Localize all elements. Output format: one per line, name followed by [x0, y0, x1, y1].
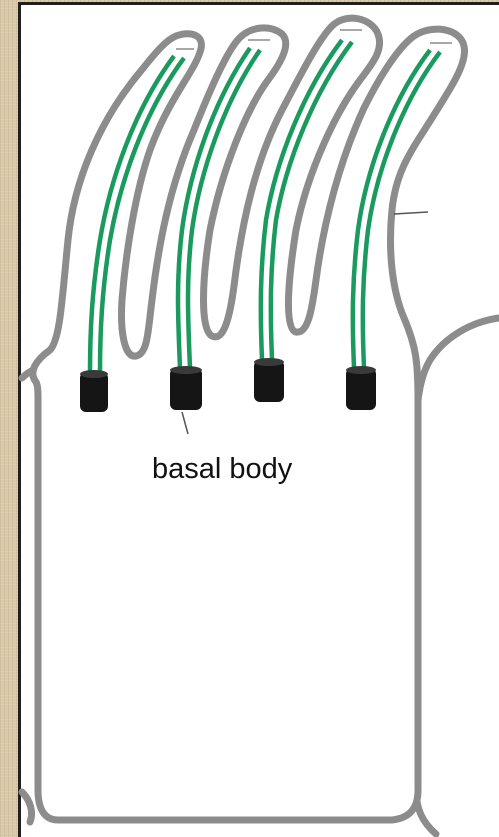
basal-body-3-top — [254, 358, 284, 366]
basal-body-2 — [170, 368, 202, 410]
membrane-leader-line — [394, 212, 428, 214]
basal-body-4 — [346, 368, 376, 410]
left-neighbor-cell-bottom — [22, 792, 32, 822]
basal-body-4-top — [346, 366, 376, 374]
right-neighbor-cell-membrane — [416, 318, 499, 834]
basal-body-1-top — [80, 370, 108, 378]
ciliated-cell-membrane — [33, 18, 465, 820]
basal-body-2-top — [170, 366, 202, 374]
basal-body-3 — [254, 360, 284, 402]
basal-body-label: basal body — [152, 453, 293, 485]
